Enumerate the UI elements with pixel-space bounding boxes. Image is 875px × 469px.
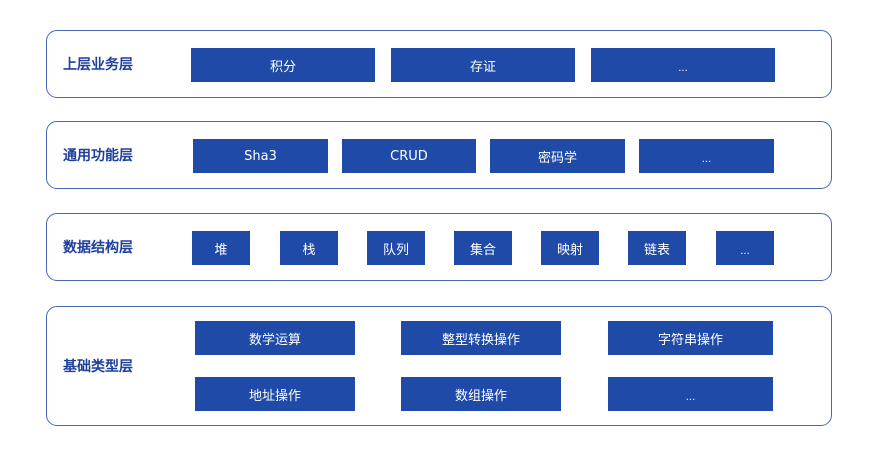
- module-string-operations: 字符串操作: [608, 321, 773, 355]
- module-stack: 栈: [280, 231, 338, 265]
- module-heap: 堆: [192, 231, 250, 265]
- module-more: ...: [608, 377, 773, 411]
- layer-basic-types-label: 基础类型层: [63, 359, 133, 375]
- layer-business: 上层业务层 积分 存证 ...: [46, 30, 832, 98]
- module-more: ...: [639, 139, 774, 173]
- module-integer-conversion: 整型转换操作: [401, 321, 561, 355]
- module-linked-list: 链表: [628, 231, 686, 265]
- module-queue: 队列: [367, 231, 425, 265]
- layer-common-functions-label: 通用功能层: [63, 148, 133, 164]
- module-sha3: Sha3: [193, 139, 328, 173]
- module-points: 积分: [191, 48, 375, 82]
- layer-basic-types: 基础类型层 数学运算 整型转换操作 字符串操作 地址操作 数组操作 ...: [46, 306, 832, 426]
- module-address-operations: 地址操作: [195, 377, 355, 411]
- layer-data-structures-label: 数据结构层: [63, 240, 133, 256]
- layer-data-structures: 数据结构层 堆 栈 队列 集合 映射 链表 ...: [46, 213, 832, 281]
- module-math-operations: 数学运算: [195, 321, 355, 355]
- module-deposit-cert: 存证: [391, 48, 575, 82]
- module-more: ...: [591, 48, 775, 82]
- layer-common-functions: 通用功能层 Sha3 CRUD 密码学 ...: [46, 121, 832, 189]
- module-crud: CRUD: [342, 139, 476, 173]
- module-array-operations: 数组操作: [401, 377, 561, 411]
- layer-business-label: 上层业务层: [63, 57, 133, 73]
- module-cryptography: 密码学: [490, 139, 625, 173]
- module-more: ...: [716, 231, 774, 265]
- module-map: 映射: [541, 231, 599, 265]
- module-set: 集合: [454, 231, 512, 265]
